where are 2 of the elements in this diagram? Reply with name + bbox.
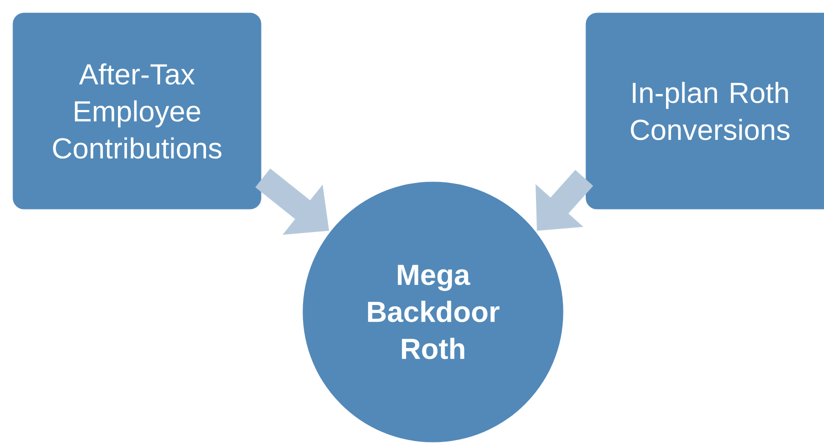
process-box: After-Tax Employee Contributions (11, 11, 263, 211)
process-box: In-plan Roth Conversions (584, 11, 824, 211)
